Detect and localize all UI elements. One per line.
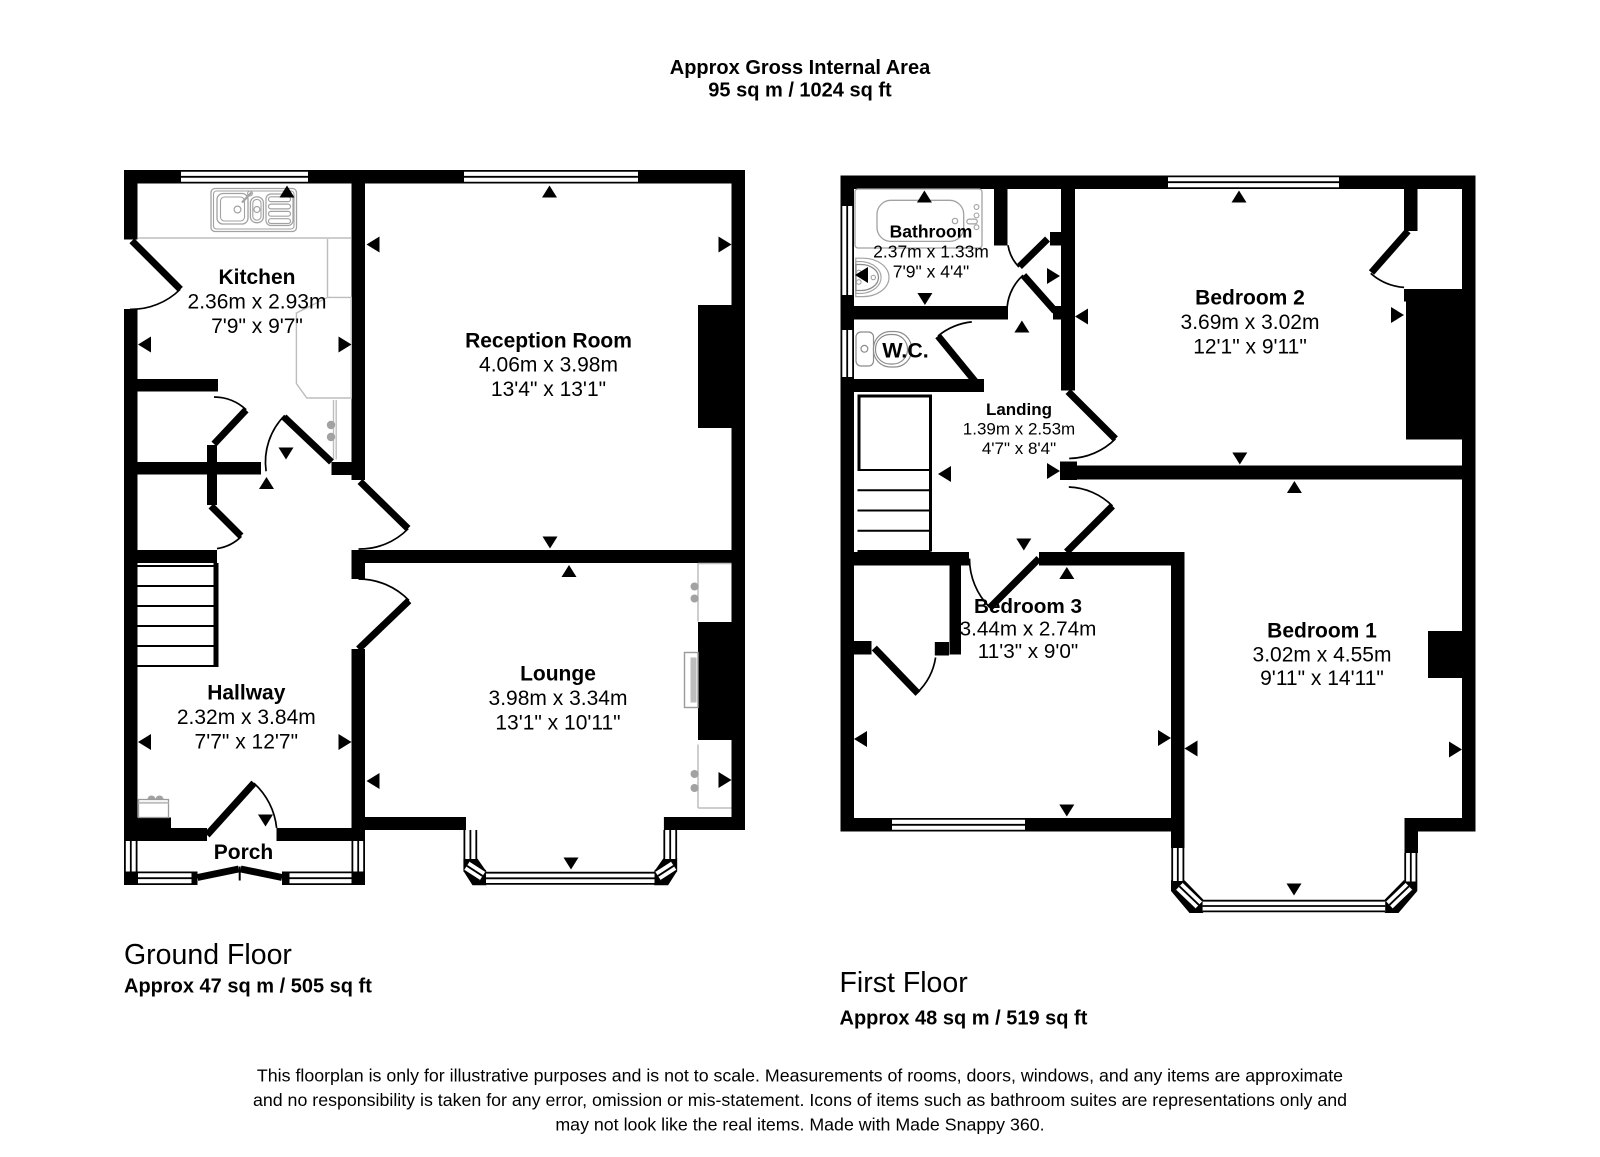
svg-text:may not look like the real ite: may not look like the real items. Made w… [555,1115,1044,1135]
svg-text:1.39m x 2.53m: 1.39m x 2.53m [963,419,1075,438]
svg-text:Bathroom: Bathroom [890,222,973,242]
svg-text:Lounge: Lounge [520,663,596,686]
svg-text:7'7" x 12'7": 7'7" x 12'7" [195,730,299,753]
svg-text:9'11" x 14'11": 9'11" x 14'11" [1260,667,1384,690]
svg-text:Reception Room: Reception Room [465,329,632,352]
svg-text:Landing: Landing [986,400,1052,419]
svg-text:2.32m x 3.84m: 2.32m x 3.84m [177,706,316,729]
svg-text:4.06m x 3.98m: 4.06m x 3.98m [479,354,618,377]
svg-text:11'3" x 9'0": 11'3" x 9'0" [978,640,1078,663]
svg-text:3.02m x 4.55m: 3.02m x 4.55m [1253,643,1392,666]
svg-text:7'9" x 4'4": 7'9" x 4'4" [893,262,970,282]
svg-text:Approx 47 sq m / 505 sq ft: Approx 47 sq m / 505 sq ft [124,975,372,997]
svg-text:and no responsibility is taken: and no responsibility is taken for any e… [253,1090,1347,1110]
svg-text:4'7" x 8'4": 4'7" x 8'4" [982,439,1056,458]
svg-text:Hallway: Hallway [207,682,286,705]
svg-text:2.36m x 2.93m: 2.36m x 2.93m [188,290,327,313]
svg-text:7'9" x 9'7": 7'9" x 9'7" [211,315,303,338]
svg-text:Approx 48 sq m / 519 sq ft: Approx 48 sq m / 519 sq ft [840,1008,1088,1030]
svg-text:This floorplan is only for ill: This floorplan is only for illustrative … [257,1066,1343,1086]
svg-text:95 sq m / 1024 sq ft: 95 sq m / 1024 sq ft [708,79,892,101]
svg-text:Kitchen: Kitchen [218,266,295,289]
svg-text:Bedroom 2: Bedroom 2 [1195,287,1305,310]
svg-text:12'1" x 9'11": 12'1" x 9'11" [1193,335,1307,358]
svg-text:W.C.: W.C. [882,339,929,363]
svg-text:3.98m x 3.34m: 3.98m x 3.34m [489,687,628,710]
svg-text:Bedroom 3: Bedroom 3 [974,595,1082,618]
svg-text:First Floor: First Floor [840,967,969,999]
svg-text:13'1" x 10'11": 13'1" x 10'11" [495,711,620,734]
svg-text:3.69m x 3.02m: 3.69m x 3.02m [1181,311,1320,334]
svg-text:2.37m x 1.33m: 2.37m x 1.33m [873,242,989,262]
svg-text:Ground Floor: Ground Floor [124,939,292,971]
svg-text:3.44m x 2.74m: 3.44m x 2.74m [960,618,1097,641]
svg-text:Approx Gross Internal Area: Approx Gross Internal Area [670,57,931,79]
svg-text:Bedroom 1: Bedroom 1 [1267,620,1377,643]
svg-text:Porch: Porch [214,841,274,864]
svg-text:13'4" x 13'1": 13'4" x 13'1" [491,378,606,401]
